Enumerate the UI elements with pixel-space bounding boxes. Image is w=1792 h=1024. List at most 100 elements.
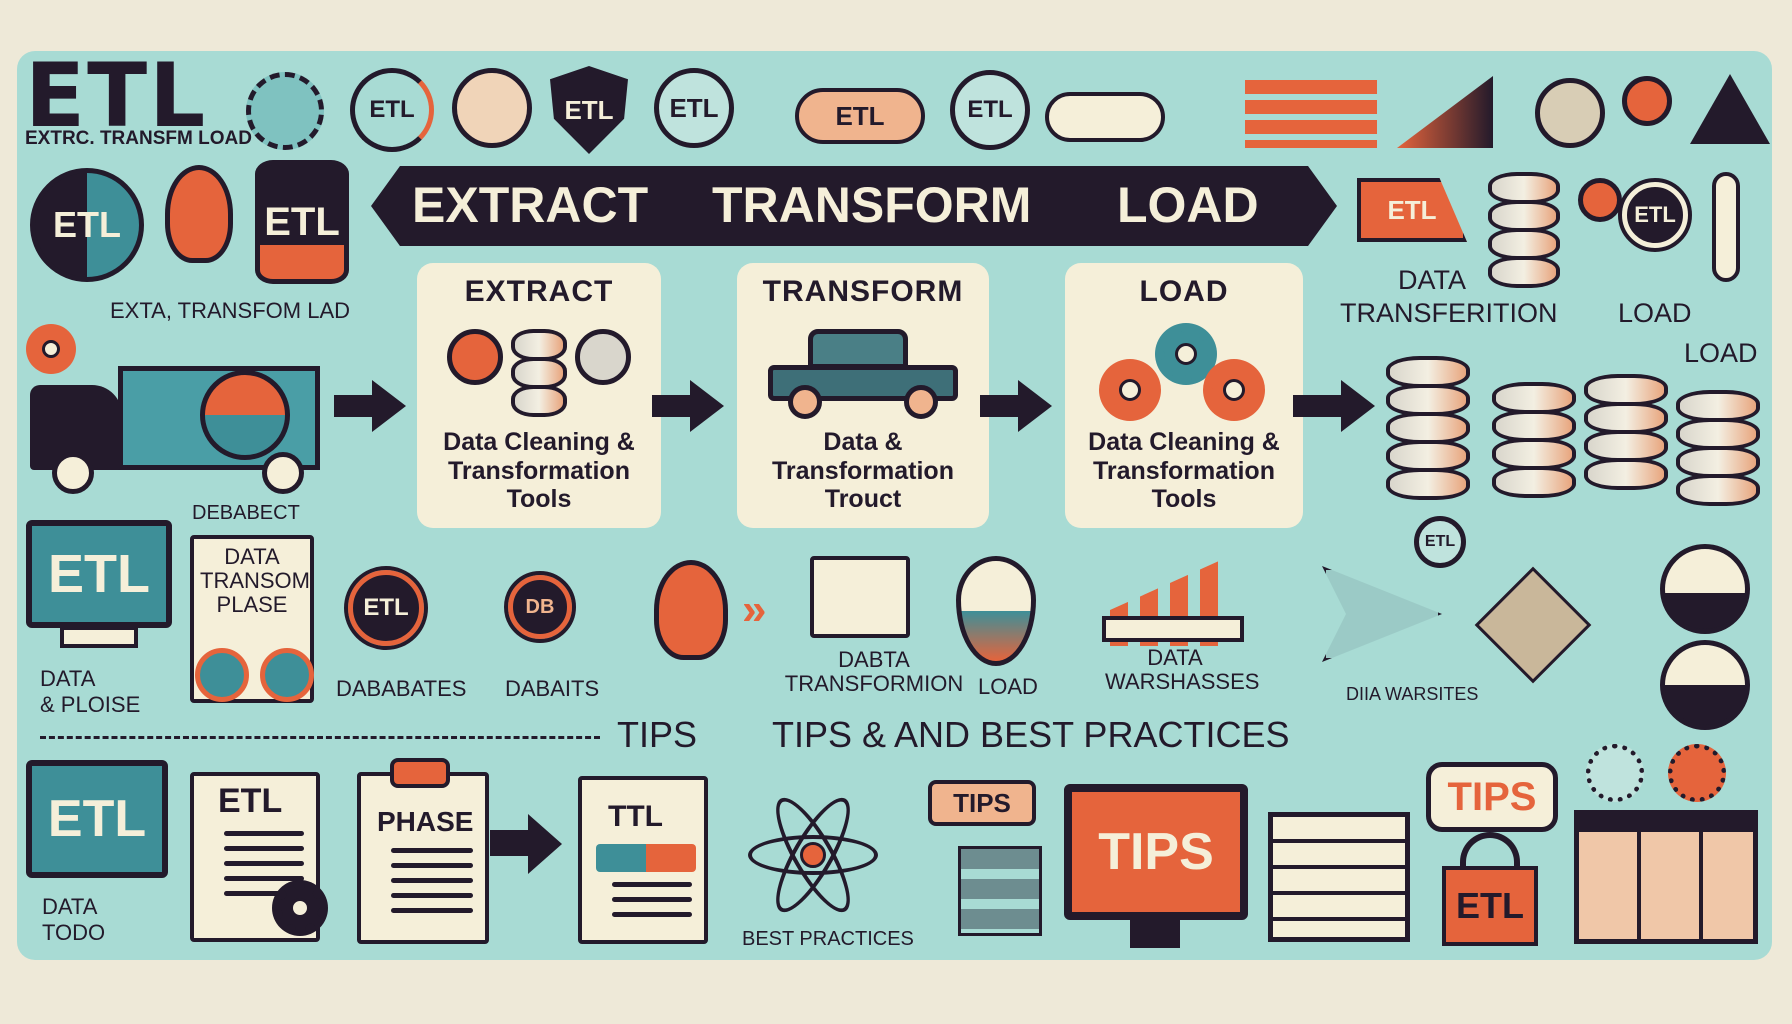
flow-arrow [490,830,530,856]
transfer-label: TRANSFERITION [1340,298,1558,328]
phase-checklist-doc: PHASE [357,772,489,944]
data-transform-label: DABTA TRANSFORMION [784,647,964,697]
chart-base [1102,616,1244,642]
etl-banner [371,166,1337,246]
database-icon [1386,356,1470,500]
disc-icon [447,329,503,385]
etl-badge-icon: ETL [1618,178,1692,252]
dashed-divider [40,736,600,739]
card-description: Data & Transformation Trouct [772,427,954,514]
etl-hub-icon: ETL [344,566,428,650]
database-icon [1676,390,1760,506]
wheel-icon [52,452,94,494]
flow-arrow-head [1018,380,1052,432]
atom-icon [748,788,878,922]
etl-lock-icon: ETL [1442,866,1538,946]
database-icon [1584,374,1668,490]
monitor-stand [1130,918,1180,948]
flow-arrow [1293,395,1343,417]
transform-card: TRANSFORM Data & Transformation Trouct [737,263,989,528]
etl-badge-icon: ETL [350,68,434,152]
double-chevron-icon: » [742,585,767,634]
etl-monitor-icon: ETL [26,760,168,878]
settings-badge-icon [1586,744,1644,802]
settings-badge-icon [1668,744,1726,802]
banner-load: LOAD [1117,177,1259,233]
wrench-icon [1578,178,1622,222]
doc-title: PHASE [377,806,474,837]
load-label: LOAD [1618,298,1692,328]
databases-label: DABABATES [336,676,467,701]
tips-monitor: TIPS [1064,784,1248,920]
data-warehouses-label: DIIA WARSITES [1346,684,1479,704]
data-label: DATA [1398,265,1467,295]
brick-wall-icon [1245,80,1377,148]
extract-icons [447,329,631,417]
monitor-stand [60,626,138,648]
flow-arrow [980,395,1020,417]
ttl-doc: TTL [578,776,708,944]
lightbulb-icon [654,560,728,660]
db-hub-icon: DB [504,571,576,643]
wrench-icon [1712,172,1740,282]
cloud-icon: ETL [795,88,925,144]
location-pin-icon [956,556,1036,666]
database-icon [1492,382,1576,498]
hourglass-top-icon [1660,544,1750,634]
data-please-label: DATA & PLOISE [40,666,141,718]
pie-chart-icon [200,370,290,460]
tips-heading: TIPS & AND BEST PRACTICES [772,714,1290,755]
clock-icon [452,68,532,148]
server-stack-icon [958,846,1042,936]
reel-icon [260,648,314,702]
etl-badge-icon: ETL [654,68,734,148]
frame-icon [810,556,910,638]
data-warehouses-label: DATA WARSHASSES [1105,645,1260,695]
card-description: Data Cleaning & Transformation Tools [443,427,635,514]
data-todo-label: DATA TODO [42,894,106,946]
load-card: LOAD Data Cleaning & Transformation Tool… [1065,263,1303,528]
caption-text: EXTA, TRANSFOM LAD [110,298,351,323]
etl-monitor-icon: ETL [26,520,172,628]
clipboard-clip [390,758,450,788]
doc-title: ETL [218,782,283,820]
reel-icon [195,648,249,702]
wheel-icon [262,452,304,494]
database-icon [511,329,567,417]
cloud-icon [1045,92,1165,142]
etl-barrel-icon: ETL [255,160,349,284]
etl-badge-icon: ETL [1414,516,1466,568]
load-label: LOAD [978,674,1038,699]
flow-arrow-head [1341,380,1375,432]
load-label: LOAD [1684,338,1758,368]
databases-label: DABAITS [505,676,600,701]
card-description: Data Cleaning & Transformation Tools [1088,427,1280,514]
flow-arrow-head [690,380,724,432]
card-title: TRANSFORM [762,275,964,308]
gears-icon [1099,323,1269,423]
tips-heading-short: TIPS [617,714,698,755]
debabect-label: DEBABECT [192,502,300,524]
tips-speech-bubble: TIPS [1426,762,1558,832]
table-list-icon [1268,812,1410,942]
banner-transform: TRANSFORM [712,177,1032,233]
etl-subtitle: EXTRC. TRANSFM LOAD [25,128,252,149]
banner-extract: EXTRACT [412,177,649,233]
flow-arrow-head [372,380,406,432]
lightbulb-icon [165,165,233,263]
hourglass-bottom-icon [1660,640,1750,730]
spreadsheet-window-icon [1574,810,1758,944]
doc-title: DATA TRANSOM PLASE [200,544,310,618]
target-icon [1535,78,1605,148]
gear-icon [26,324,76,374]
best-practices-label: BEST PRACTICES [742,928,914,950]
lock-shackle [1460,832,1520,872]
card-title: LOAD [1139,275,1229,308]
compass-icon [246,72,324,150]
tips-tag: TIPS [928,780,1036,826]
etl-badge-icon: ETL [950,70,1030,150]
flow-arrow-head [528,814,562,874]
disc-icon [575,329,631,385]
gear-icon [272,880,328,936]
etl-globe-icon: ETL [30,168,144,282]
